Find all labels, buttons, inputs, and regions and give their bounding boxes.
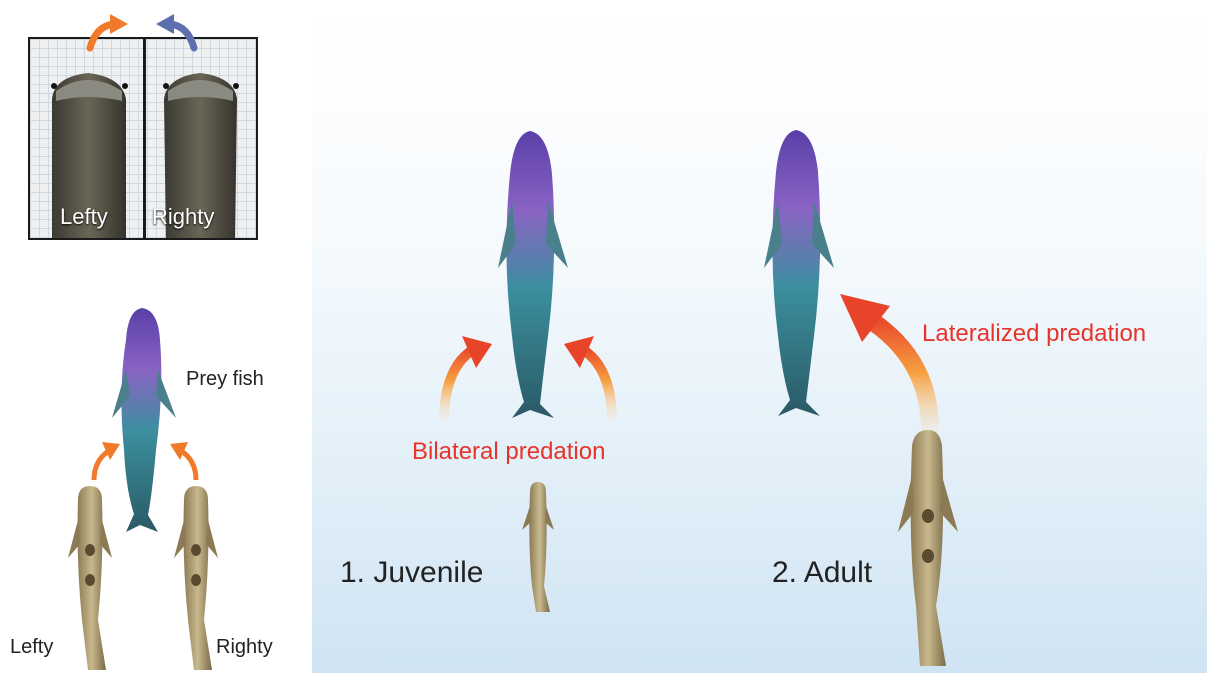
prey-fish-label: Prey fish [186, 368, 264, 391]
juvenile-prey-fish-icon [498, 131, 568, 418]
left-diagram [60, 300, 260, 672]
bilateral-predation-label: Bilateral predation [412, 438, 605, 466]
photo-divider [143, 37, 146, 240]
blue-arrow-icon [156, 14, 174, 34]
orange-arrow-icon [110, 14, 128, 34]
lefty-predator-icon [68, 486, 112, 670]
left-righty-label: Righty [216, 636, 273, 659]
juvenile-predator-icon [522, 482, 554, 612]
adult-prey-fish-icon [764, 130, 834, 416]
left-lefty-label: Lefty [10, 636, 53, 659]
adult-predator-icon [898, 430, 958, 666]
juvenile-stage-label: 1. Juvenile [340, 556, 483, 590]
photo-lefty-label: Lefty [60, 204, 108, 230]
photo-righty-label: Righty [152, 204, 214, 230]
adult-stage-label: 2. Adult [772, 556, 872, 590]
turn-arrows [78, 12, 208, 52]
lateralized-predation-label: Lateralized predation [922, 320, 1146, 348]
prey-fish-icon [112, 308, 176, 532]
righty-predator-icon [174, 486, 218, 670]
